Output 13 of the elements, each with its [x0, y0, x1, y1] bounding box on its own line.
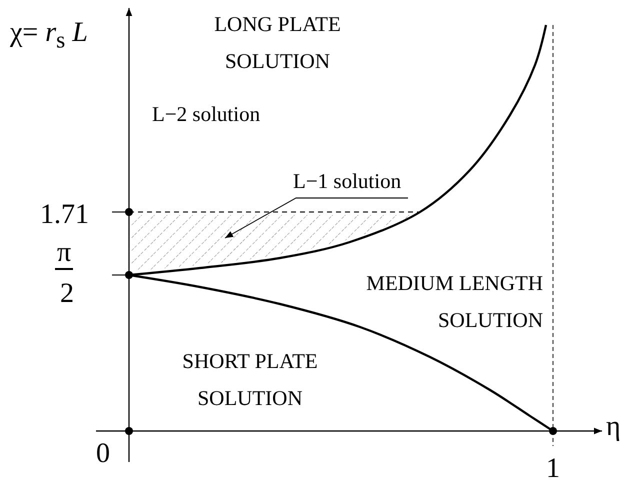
tick-label: 1	[546, 452, 560, 486]
leader-line	[224, 198, 408, 238]
region-label: LONG PLATE SOLUTION	[213, 11, 342, 75]
axis-title: η	[606, 410, 621, 444]
tick-label: 1.71	[40, 198, 89, 232]
region-label: L−2 solution	[152, 101, 260, 128]
axis-title: χ= r$_{s}$ L	[10, 16, 88, 56]
region-label: L−1 solution	[293, 167, 402, 195]
tick-label: 2	[60, 277, 74, 311]
tick-label: π	[55, 238, 74, 270]
region-label: MEDIUM LENGTH SOLUTION	[365, 270, 543, 334]
region-label: SHORT PLATE SOLUTION	[181, 348, 319, 412]
tick-label: 0	[96, 437, 110, 471]
